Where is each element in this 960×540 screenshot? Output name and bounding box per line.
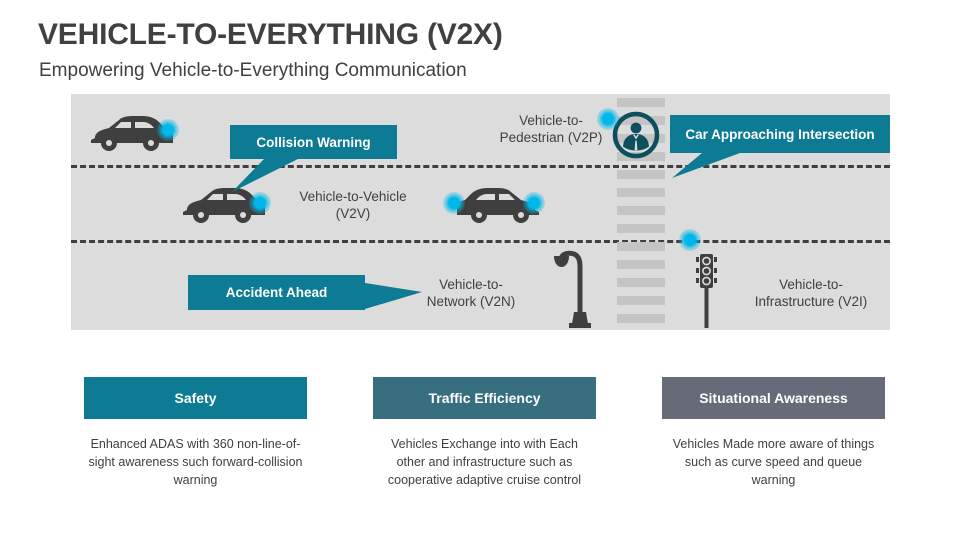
crosswalk-stripe	[617, 98, 665, 107]
callout-car-approaching-intersection-label: Car Approaching Intersection	[670, 115, 890, 153]
card-safety-header: Safety	[84, 377, 307, 419]
card-situational-awareness-body: Vehicles Made more aware of things such …	[672, 437, 875, 487]
callout-accident-ahead-label: Accident Ahead	[188, 275, 365, 310]
pedestrian-icon	[612, 111, 660, 159]
label-v2v: Vehicle-to-Vehicle (V2V)	[299, 189, 407, 221]
callout-collision-warning-label: Collision Warning	[230, 125, 397, 159]
card-traffic-efficiency-header: Traffic Efficiency	[373, 377, 596, 419]
page-title: VEHICLE-TO-EVERYTHING (V2X)	[38, 18, 503, 51]
crosswalk-stripe	[617, 116, 665, 125]
crosswalk-stripe	[617, 188, 665, 197]
crosswalk-stripe	[617, 170, 665, 179]
crosswalk-stripe	[617, 278, 665, 287]
lane-divider-bottom	[71, 240, 890, 243]
v2x-diagram-panel: Vehicle-to-Vehicle (V2V) Vehicle-to- Ped…	[71, 94, 890, 330]
wireless-signal-dot-icon	[523, 192, 545, 214]
callout-tail-collision-warning	[232, 159, 298, 192]
callout-collision-warning[interactable]: Collision Warning	[230, 125, 397, 192]
card-traffic-efficiency-body: Vehicles Exchange into with Each other a…	[387, 437, 582, 487]
card-traffic-efficiency-title: Traffic Efficiency	[428, 390, 541, 406]
label-v2i: Vehicle-to- Infrastructure (V2I)	[754, 277, 868, 309]
crosswalk-stripe	[617, 224, 665, 233]
card-safety[interactable]: Safety Enhanced ADAS with 360 non-line-o…	[84, 377, 307, 489]
label-v2n: Vehicle-to- Network (V2N)	[426, 277, 516, 309]
car-icon-middle	[181, 186, 267, 226]
callout-accident-ahead[interactable]: Accident Ahead	[188, 275, 422, 310]
callout-tail-car-approaching	[672, 153, 740, 178]
crosswalk-stripe	[617, 206, 665, 215]
crosswalk-stripe	[617, 242, 665, 251]
callout-tail-accident-ahead	[365, 283, 422, 309]
label-v2p: Vehicle-to- Pedestrian (V2P)	[499, 113, 603, 145]
street-lamp-icon	[548, 250, 594, 328]
wireless-signal-dot-icon	[249, 192, 271, 214]
crosswalk-stripe	[617, 296, 665, 305]
traffic-light-icon	[691, 252, 721, 328]
card-situational-awareness-title: Situational Awareness	[699, 390, 848, 406]
car-icon-top-left	[89, 114, 175, 154]
car-icon-right	[455, 186, 541, 226]
page-subtitle: Empowering Vehicle-to-Everything Communi…	[39, 60, 467, 81]
wireless-signal-dot-icon	[597, 108, 619, 130]
card-traffic-efficiency[interactable]: Traffic Efficiency Vehicles Exchange int…	[373, 377, 596, 489]
wireless-signal-dot-icon	[157, 119, 179, 141]
card-situational-awareness[interactable]: Situational Awareness Vehicles Made more…	[662, 377, 885, 489]
crosswalk-stripe	[617, 314, 665, 323]
crosswalk-stripe	[617, 260, 665, 269]
wireless-signal-dot-icon	[443, 192, 465, 214]
wireless-signal-dot-icon	[679, 229, 701, 251]
card-safety-title: Safety	[174, 390, 217, 406]
card-safety-body: Enhanced ADAS with 360 non-line-of-sight…	[88, 437, 303, 487]
lane-divider-top	[71, 165, 890, 168]
card-situational-awareness-header: Situational Awareness	[662, 377, 885, 419]
callout-car-approaching-intersection[interactable]: Car Approaching Intersection	[670, 115, 890, 178]
